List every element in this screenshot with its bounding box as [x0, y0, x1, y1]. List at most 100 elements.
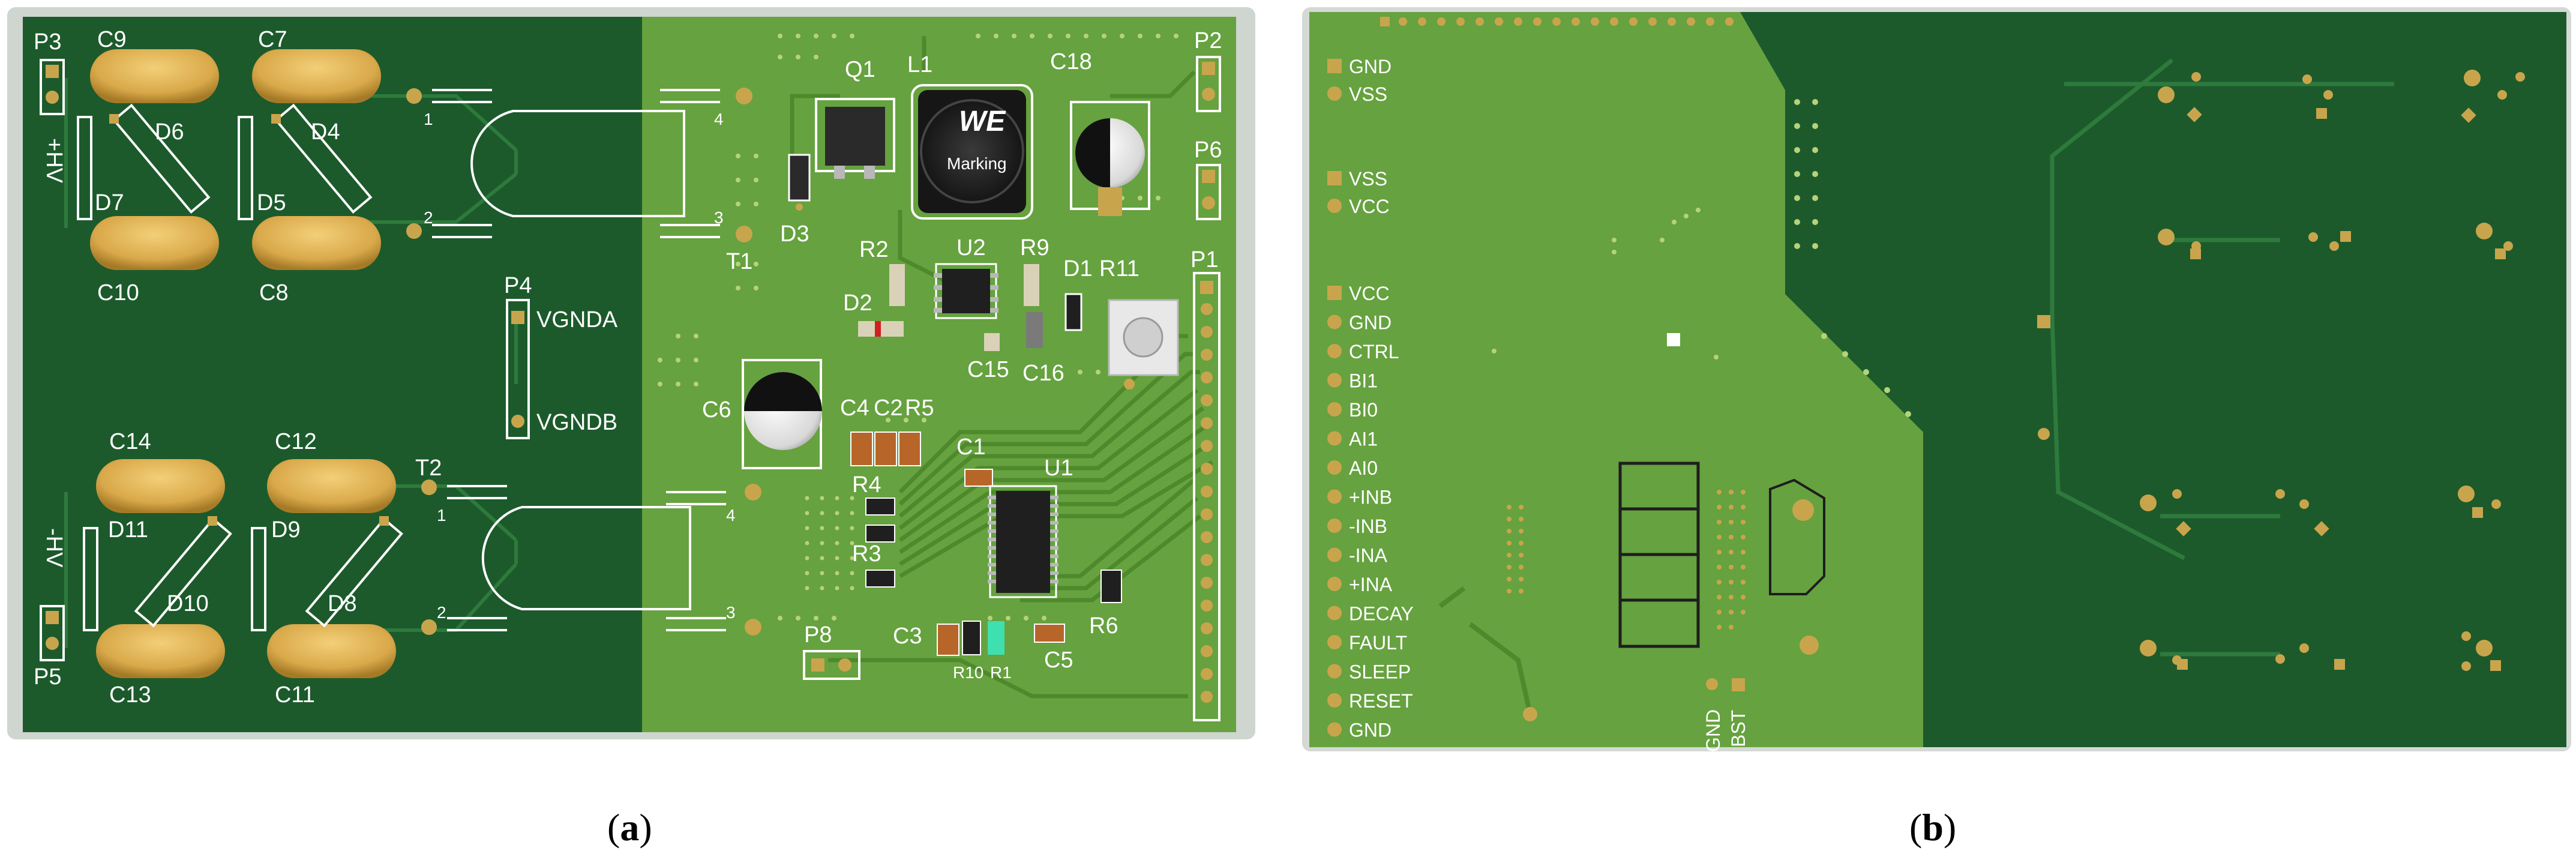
label-pin-3a: 3: [714, 208, 724, 227]
diode-d6-outline: [112, 103, 211, 214]
label-p4: P4: [504, 273, 532, 298]
pin-pad: [1327, 519, 1342, 533]
caption-a: (a): [607, 806, 652, 849]
diode-d4-pad: [271, 114, 281, 124]
t2-pin-3: [745, 619, 761, 636]
diode-d11-outline: [83, 527, 98, 631]
capacitor-c1: [964, 469, 993, 487]
board-b-dark-region: [1740, 12, 2566, 747]
p3-pad: [46, 91, 59, 104]
label-c2: C2: [874, 395, 903, 421]
capacitor-c4: [850, 432, 873, 466]
p4-pad-b: [511, 415, 524, 428]
resistor-r9: [1024, 264, 1039, 306]
label-d6: D6: [155, 119, 184, 145]
p3-outline: [40, 59, 65, 115]
board-b-connector-pads: [1507, 490, 1746, 630]
u2-outline: [935, 263, 997, 319]
label-bottom-gnd: GND: [1702, 709, 1724, 752]
diode-d6-pad: [109, 114, 119, 124]
label-vgnda: VGNDA: [536, 307, 618, 332]
board-b-test-pad: [1523, 707, 1537, 721]
p6-outline: [1196, 164, 1221, 220]
pin-pad: [1327, 547, 1342, 562]
t2-pin-1: [421, 480, 437, 495]
p5-pad: [46, 637, 59, 650]
pin-label: VCC: [1349, 196, 1390, 217]
u2-body: [942, 269, 990, 313]
label-pin-1b: 1: [437, 506, 446, 525]
pin-label: SLEEP: [1349, 661, 1411, 683]
pin-label: DECAY: [1349, 603, 1414, 625]
pin-label: AI1: [1349, 428, 1378, 450]
capacitor-c10: [90, 216, 219, 270]
label-vgndb: VGNDB: [536, 410, 617, 435]
label-p5: P5: [34, 664, 61, 690]
diode-d9-outline: [251, 527, 266, 631]
board-b-fiducial: [1667, 333, 1680, 346]
p6-pad: [1202, 196, 1215, 209]
board-a-tracks-right: [790, 36, 1213, 699]
pin-label: VCC: [1349, 283, 1390, 304]
pin-pad: [1327, 286, 1342, 300]
pins-mid-group: VSS VCC: [1327, 168, 1390, 217]
label-d3: D3: [780, 221, 809, 247]
capacitor-c3: [937, 624, 959, 656]
label-pin-1a: 1: [424, 110, 433, 128]
p8-pad: [838, 658, 851, 672]
label-c3: C3: [893, 624, 922, 649]
pin-label: BI1: [1349, 370, 1378, 392]
t2-pin-2: [421, 619, 437, 635]
board-b-mount-pad: [1792, 499, 1814, 521]
label-d2: D2: [843, 290, 872, 316]
label-r1: R1: [990, 663, 1012, 682]
pin-label: GND: [1349, 56, 1392, 77]
q1-lead: [834, 166, 845, 179]
pin-label: CTRL: [1349, 341, 1399, 362]
l1-logo: WE: [959, 106, 1006, 137]
resistor-r6: [1100, 570, 1122, 603]
label-c6: C6: [702, 397, 731, 422]
label-p3: P3: [34, 29, 61, 55]
board-b-traces: [1438, 586, 1533, 715]
label-c5: C5: [1044, 648, 1073, 673]
label-c16: C16: [1022, 361, 1064, 386]
t1-pin-4: [736, 88, 752, 104]
board-a: P3 P5 +HV -HV C9 C7 D6 D4 D7 D: [7, 7, 1255, 739]
l1-outline: [911, 84, 1033, 220]
pin-pad: [1327, 86, 1342, 101]
p4-pad-a: [511, 311, 524, 324]
pins-main-group: VCCGNDCTRLBI1BI0AI1AI0+INB-INB-INA+INADE…: [1327, 283, 1414, 741]
pin-pad: [1327, 171, 1342, 185]
diode-d5-outline: [238, 116, 253, 220]
pin-pad: [1327, 373, 1342, 388]
transformer-t1-body: [470, 110, 685, 217]
capacitor-c9: [90, 49, 219, 103]
transformer-outlines: [432, 89, 726, 631]
board-a-via-array: [805, 496, 854, 591]
label-d7: D7: [95, 190, 124, 215]
diode-d1: [1064, 293, 1082, 331]
label-u2: U2: [956, 235, 986, 260]
pin-pad: [1327, 606, 1342, 621]
pin-label: VSS: [1349, 168, 1387, 190]
resistor-r3: [865, 570, 895, 588]
board-b-part-outline: [1769, 478, 1825, 595]
t1-pin-1: [406, 88, 422, 104]
label-c18: C18: [1050, 49, 1092, 74]
label-d8: D8: [328, 591, 357, 616]
label-d1: D1: [1063, 256, 1093, 281]
pin-pad: [1327, 59, 1342, 73]
trimmer-r11-knob: [1123, 317, 1163, 358]
resistor-array: [865, 525, 895, 543]
p5-pad: [46, 611, 59, 624]
label-d11: D11: [108, 517, 148, 543]
p2-pad: [1202, 88, 1215, 101]
resistor-r10: [962, 621, 981, 655]
label-c4: C4: [840, 395, 869, 421]
diode-d10-outline: [134, 517, 232, 628]
label-d4: D4: [311, 119, 340, 145]
q1-body: [825, 107, 885, 166]
t1-pin-3: [736, 226, 752, 242]
